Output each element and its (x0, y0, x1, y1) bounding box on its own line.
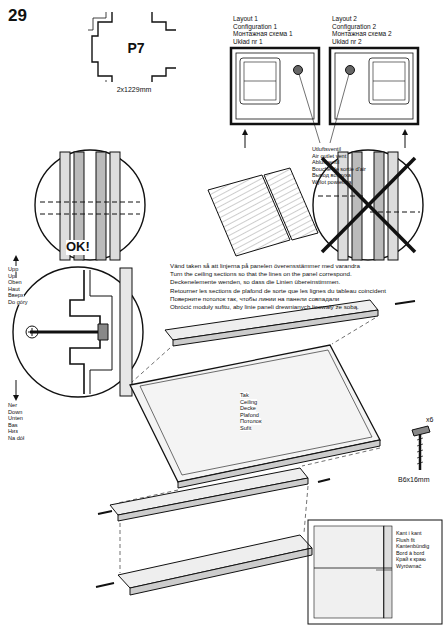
part-label: Потолок (240, 418, 261, 424)
direction-label: Вверх (8, 292, 24, 298)
part-label: Decke (240, 405, 256, 411)
callout-label: Abluftventil (312, 159, 339, 165)
direction-label: Ner (8, 402, 17, 408)
detail-label: Wyrównać (396, 563, 421, 569)
part-profile: P72x1229mm (88, 12, 180, 84)
direction-label: Unten (8, 415, 23, 421)
part-label: Sufit (240, 425, 251, 431)
callout-label: Utluftsventil (312, 146, 341, 152)
layout-heading: Układ nr 2 (332, 38, 392, 45)
instruction-text: Vänd taken så att linjerna på panelen öv… (170, 262, 360, 269)
detail-label: Bord à bord (396, 550, 424, 556)
zoom-circle-profile (13, 258, 143, 398)
leader-line (330, 74, 349, 143)
callout-label: Air outlet vent (312, 153, 346, 159)
part-label: Tak (240, 392, 249, 398)
instruction-text: Obrócić moduły sufitu, aby linie paneli … (170, 303, 359, 310)
instruction-text: Deckenelemente wenden, so dass die Linie… (170, 278, 340, 285)
direction-label: Down (8, 409, 22, 415)
screw-size: B6x16mm (398, 476, 430, 484)
layout-plan-2 (330, 48, 418, 148)
zoom-circle-ok (35, 150, 145, 260)
layout-plan-1 (231, 48, 319, 148)
direction-label: Bas (8, 422, 18, 428)
part-label: Ceiling (240, 399, 257, 405)
part-label: Plafond (240, 412, 259, 418)
direction-label: Na dół (8, 435, 24, 441)
direction-label: Низ (8, 428, 18, 434)
callout-label: Bouche de sortie d'air (312, 166, 366, 172)
quantity: x6 (426, 416, 433, 424)
part-number: P7 (127, 40, 144, 56)
layout-heading: Układ nr 1 (233, 38, 293, 45)
direction-label: Oben (8, 279, 22, 285)
layout-heading: Configuration 2 (332, 23, 392, 30)
direction-label: Haut (8, 286, 20, 292)
direction-label: Do góry (8, 299, 28, 305)
layout-heading: Layout 1 (233, 15, 293, 22)
layout-heading: Configuration 1 (233, 23, 293, 30)
detail-label: Kantenbündig (396, 543, 429, 549)
flush-detail-inset (308, 520, 442, 624)
zoom-circle-wrong (313, 150, 423, 260)
detail-label: Край к краю (396, 556, 426, 562)
detail-label: Kant i kant (396, 530, 421, 536)
callout-label: Вывод воздуха (312, 172, 351, 178)
layout-plan: Layout 2Configuration 2Монтажная схема 2… (330, 48, 418, 124)
dimension: 2x1229mm (117, 86, 152, 94)
direction-label: Upp (8, 266, 18, 272)
instruction-text: Turn the ceiling sections so that the li… (170, 270, 352, 277)
layout-plan: Layout 1Configuration 1Монтажная схема 1… (231, 48, 319, 124)
ok-mark: OK! (66, 240, 90, 255)
instruction-text: Retourner les sections de plafond de sor… (170, 287, 386, 294)
layout-heading: Монтажная схема 2 (332, 30, 392, 37)
profile-p7 (92, 12, 176, 82)
instruction-text: Поверните потолок так, чтобы линии на па… (170, 295, 339, 302)
layout-heading: Монтажная схема 1 (233, 30, 293, 37)
step-number: 29 (8, 6, 27, 26)
detail-label: Flush fit (396, 537, 415, 543)
layout-heading: Layout 2 (332, 15, 392, 22)
ceiling-panels (208, 168, 318, 256)
direction-label: Up (8, 273, 15, 279)
callout-label: Wylot powietrza (312, 179, 351, 185)
leader-line (299, 74, 320, 143)
